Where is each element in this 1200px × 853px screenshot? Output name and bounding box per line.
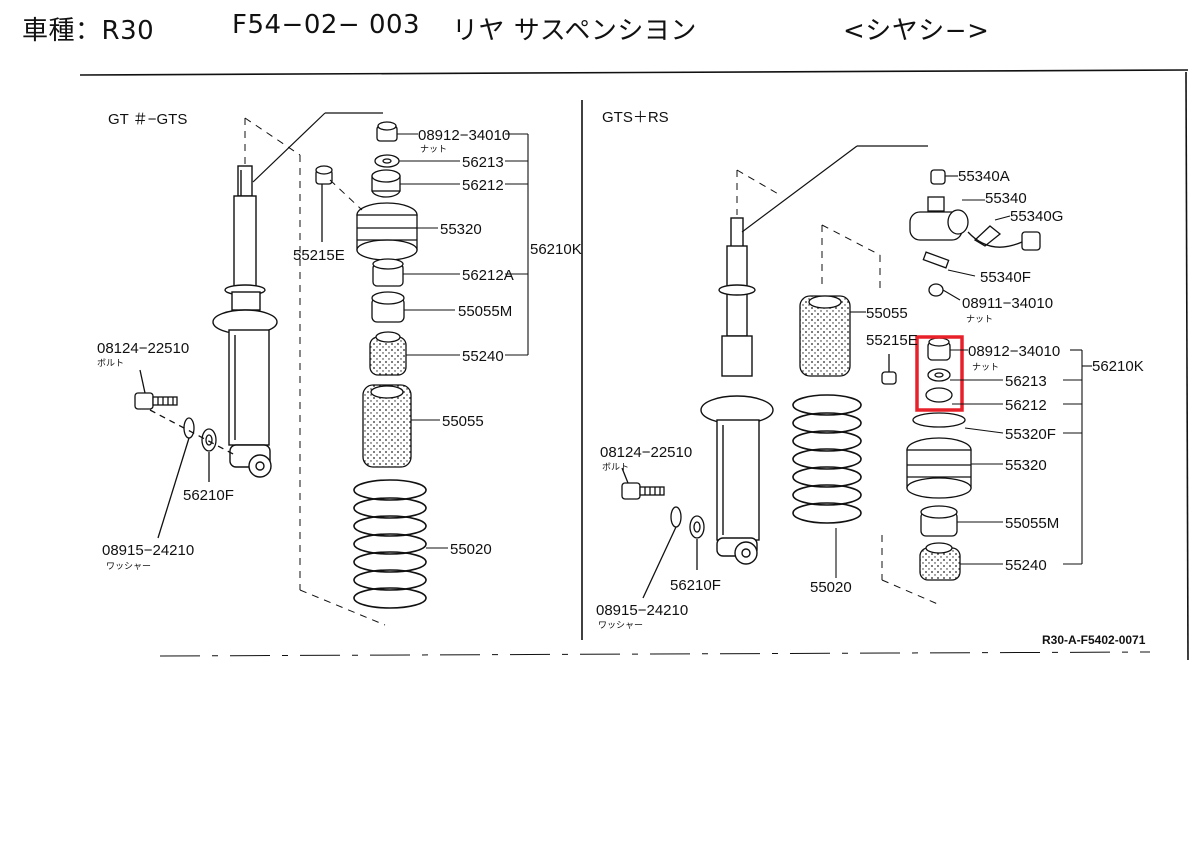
right-bump-stop <box>799 295 851 377</box>
left-label-56210f: 56210F <box>183 487 234 504</box>
right-coil-spring <box>792 394 862 524</box>
left-bolt <box>134 369 236 539</box>
right-label-56210f: 56210F <box>670 577 721 594</box>
left-label-55215e: 55215E <box>293 247 345 264</box>
left-upper-parts <box>356 121 418 376</box>
right-actuator <box>909 169 1041 297</box>
diagram-code: F54−02− 003 <box>232 10 421 40</box>
left-label-56213: 56213 <box>462 154 504 171</box>
left-label-washer-note: ワッシャー <box>106 562 151 572</box>
shock-absorber <box>212 165 278 478</box>
left-panel: GT ＃−GTS <box>97 111 582 626</box>
right-label-55320f: 55320F <box>1005 426 1056 443</box>
right-label-56210k: 56210K <box>1092 358 1144 375</box>
right-label-55215e: 55215E <box>866 332 918 349</box>
left-leader-top <box>252 112 326 183</box>
right-label-55020: 55020 <box>810 579 852 596</box>
left-coil-spring <box>353 479 427 609</box>
left-label-55020: 55020 <box>450 541 492 558</box>
right-label-washer: 08915−24210 <box>596 602 688 619</box>
diagram-frame <box>79 69 1189 661</box>
left-label-bolt-note: ボルト <box>97 358 124 369</box>
diagram-title: リヤ サスペンシヨン <box>452 16 697 46</box>
right-label-56213: 56213 <box>1005 373 1047 390</box>
left-label-55055m: 55055M <box>458 303 512 320</box>
left-label-55320: 55320 <box>440 221 482 238</box>
right-label-55055m: 55055M <box>1005 515 1059 532</box>
right-leader-top <box>741 145 858 233</box>
right-panel: GTS＋RS <box>596 109 1146 647</box>
right-label-55320: 55320 <box>1005 457 1047 474</box>
page-header: 車種：R30 F54−02− 003 リヤ サスペンシヨン <シヤシ−> <box>0 0 1200 60</box>
left-label-55055: 55055 <box>442 413 484 430</box>
right-label-56212: 56212 <box>1005 397 1047 414</box>
right-panel-title: GTS＋RS <box>602 109 669 126</box>
right-label-nut: 08912−34010 <box>968 343 1060 360</box>
left-label-56212a: 56212A <box>462 267 514 284</box>
right-label-washer-note: ワッシャー <box>598 621 643 631</box>
right-leaders <box>850 175 1092 565</box>
right-label-bolt: 08124−22510 <box>600 444 692 461</box>
right-upper-parts <box>881 337 972 581</box>
right-label-bolt-note: ボルト <box>602 462 629 473</box>
right-label-55340g: 55340G <box>1010 208 1063 225</box>
reference-code: R30-A-F5402-0071 <box>1042 633 1146 647</box>
right-label-08911-note: ナット <box>966 314 993 325</box>
left-label-56212: 56212 <box>462 177 504 194</box>
left-assembly-lines <box>244 117 386 626</box>
right-label-nut-note: ナット <box>972 362 999 373</box>
model-label: 車種：R30 <box>22 16 155 46</box>
highlight-box <box>915 335 964 412</box>
left-label-washer: 08915−24210 <box>102 542 194 559</box>
left-label-nut-note: ナット <box>420 144 447 155</box>
right-label-08911: 08911−34010 <box>962 295 1053 312</box>
right-label-55340a: 55340A <box>958 168 1010 185</box>
left-bump-stop <box>362 384 412 468</box>
category-label: <シヤシ−> <box>843 16 990 46</box>
left-label-nut: 08912−34010 <box>418 127 510 144</box>
left-label-bolt: 08124−22510 <box>97 340 189 357</box>
left-nut-55215e <box>315 165 333 242</box>
left-label-56210k: 56210K <box>530 241 582 258</box>
right-shock-absorber <box>700 217 774 565</box>
right-bolt <box>621 467 705 599</box>
left-panel-title: GT ＃−GTS <box>108 111 187 128</box>
right-label-55340: 55340 <box>985 190 1027 207</box>
left-leaders <box>397 133 529 549</box>
right-label-55055: 55055 <box>866 305 908 322</box>
left-label-55240: 55240 <box>462 348 504 365</box>
right-label-55240: 55240 <box>1005 557 1047 574</box>
right-label-55340f: 55340F <box>980 269 1031 286</box>
right-assembly-lines <box>736 169 941 606</box>
